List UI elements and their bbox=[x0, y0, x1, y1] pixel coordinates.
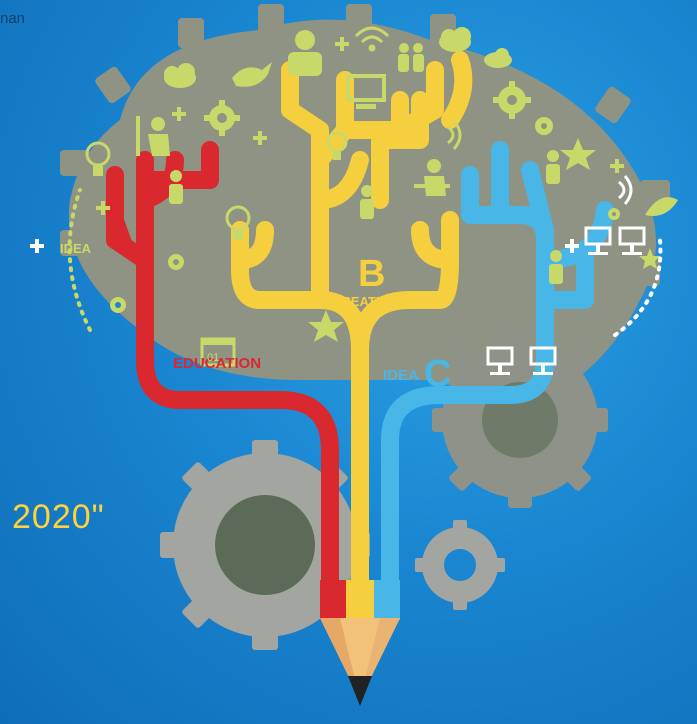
plus-icon bbox=[172, 107, 186, 121]
lightbulb-icon bbox=[326, 131, 348, 160]
year-caption: 2020" bbox=[12, 498, 105, 536]
branch-b bbox=[231, 51, 473, 629]
cloud-icon bbox=[164, 63, 196, 88]
leaf-icon bbox=[645, 197, 678, 216]
plus-icon bbox=[610, 159, 624, 173]
branch-b-label: CREATIVE bbox=[332, 294, 397, 309]
plus-icon bbox=[96, 201, 110, 215]
person-icon bbox=[549, 250, 563, 284]
calendar-icon bbox=[200, 337, 236, 367]
computer-icon bbox=[346, 74, 386, 109]
star-icon bbox=[308, 310, 344, 342]
top-caption: nan bbox=[0, 8, 25, 30]
calendar-number: 01 bbox=[207, 352, 219, 364]
person-icon bbox=[360, 185, 374, 219]
gear-icon bbox=[493, 81, 531, 119]
branch-a-letter: A bbox=[105, 207, 132, 249]
presentation-icon bbox=[584, 226, 612, 255]
gear-icon bbox=[608, 208, 620, 220]
pencil bbox=[320, 580, 400, 706]
branch-a-label: EDUCATION bbox=[173, 355, 261, 372]
gear-icon bbox=[168, 254, 184, 270]
gear-large-right bbox=[432, 332, 608, 508]
presentation-icon bbox=[618, 226, 646, 255]
star-icon bbox=[639, 248, 661, 269]
gear-icon bbox=[535, 117, 553, 135]
branch-c-label: IDEA bbox=[383, 367, 419, 384]
presentation-icon bbox=[486, 346, 514, 375]
person-icon bbox=[414, 159, 450, 196]
bird-icon bbox=[232, 62, 272, 87]
cloud-icon bbox=[484, 48, 512, 68]
gear-icon bbox=[204, 100, 240, 136]
gear-small bbox=[415, 520, 505, 610]
branch-c-letter: C bbox=[424, 353, 451, 395]
lightbulb-icon bbox=[225, 205, 251, 240]
gear-icon bbox=[110, 297, 126, 313]
wifi-icon bbox=[354, 26, 390, 52]
dotted-arc-right bbox=[613, 238, 663, 337]
top-caption-line2: nan bbox=[0, 10, 26, 27]
dotted-arc-left bbox=[67, 188, 92, 332]
person-icon bbox=[288, 30, 322, 76]
sound-icon bbox=[618, 175, 633, 205]
plus-icon bbox=[30, 239, 44, 253]
sound-icon bbox=[447, 120, 462, 150]
plus-icon bbox=[335, 37, 349, 51]
idea-label-left: IDEA bbox=[60, 241, 92, 256]
plus-icon bbox=[565, 239, 579, 253]
star-icon bbox=[560, 138, 596, 170]
person-icon bbox=[398, 43, 424, 72]
person-icon bbox=[169, 170, 183, 204]
lightbulb-icon bbox=[85, 141, 111, 176]
plus-icon bbox=[253, 131, 267, 145]
branch-b-letter: B bbox=[358, 253, 385, 295]
person-icon bbox=[546, 150, 560, 184]
cloud-icon bbox=[439, 27, 471, 52]
presentation-icon bbox=[529, 346, 557, 375]
branch-a bbox=[106, 141, 339, 619]
person-icon bbox=[136, 116, 170, 156]
